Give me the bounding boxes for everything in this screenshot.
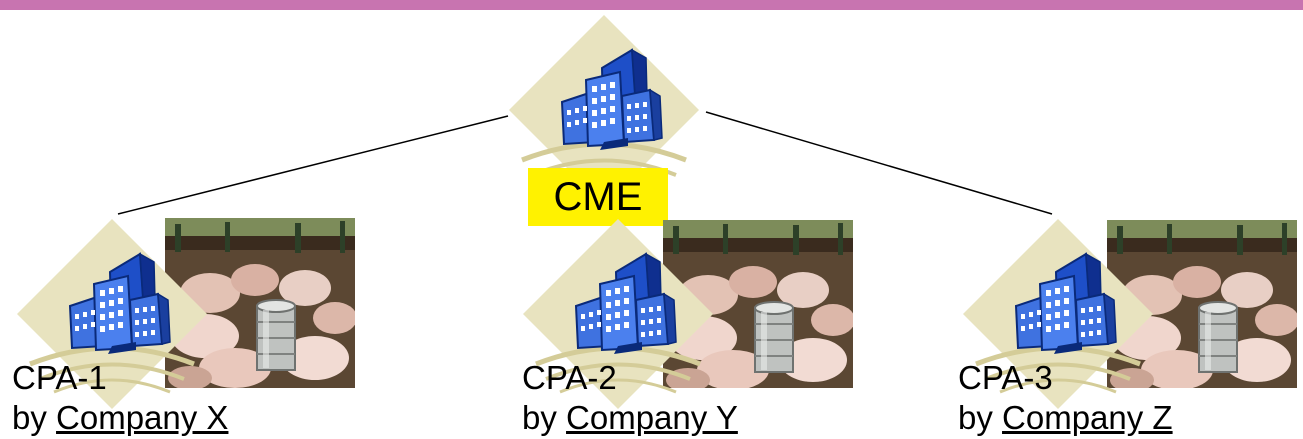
- cpa-code: CPA-2: [522, 359, 617, 396]
- cpa-1-label: CPA-1 by Company X: [12, 358, 228, 438]
- connector-line-cpa3: [705, 111, 1053, 215]
- header-bar: [0, 0, 1303, 10]
- cpa-owner: by Company Y: [522, 399, 738, 436]
- cpa-code: CPA-3: [958, 359, 1053, 396]
- livestock-photo: [165, 218, 355, 388]
- cpa-3-label: CPA-3 by Company Z: [958, 358, 1173, 438]
- cpa-owner: by Company X: [12, 399, 229, 436]
- company-link[interactable]: Company Z: [1002, 399, 1173, 436]
- cpa-code: CPA-1: [12, 359, 107, 396]
- company-link[interactable]: Company Y: [566, 399, 738, 436]
- cpa-2-label: CPA-2 by Company Y: [522, 358, 738, 438]
- company-link[interactable]: Company X: [56, 399, 229, 436]
- cpa-owner: by Company Z: [958, 399, 1173, 436]
- cme-label: CME: [528, 168, 668, 226]
- connector-line-cpa1: [117, 115, 509, 215]
